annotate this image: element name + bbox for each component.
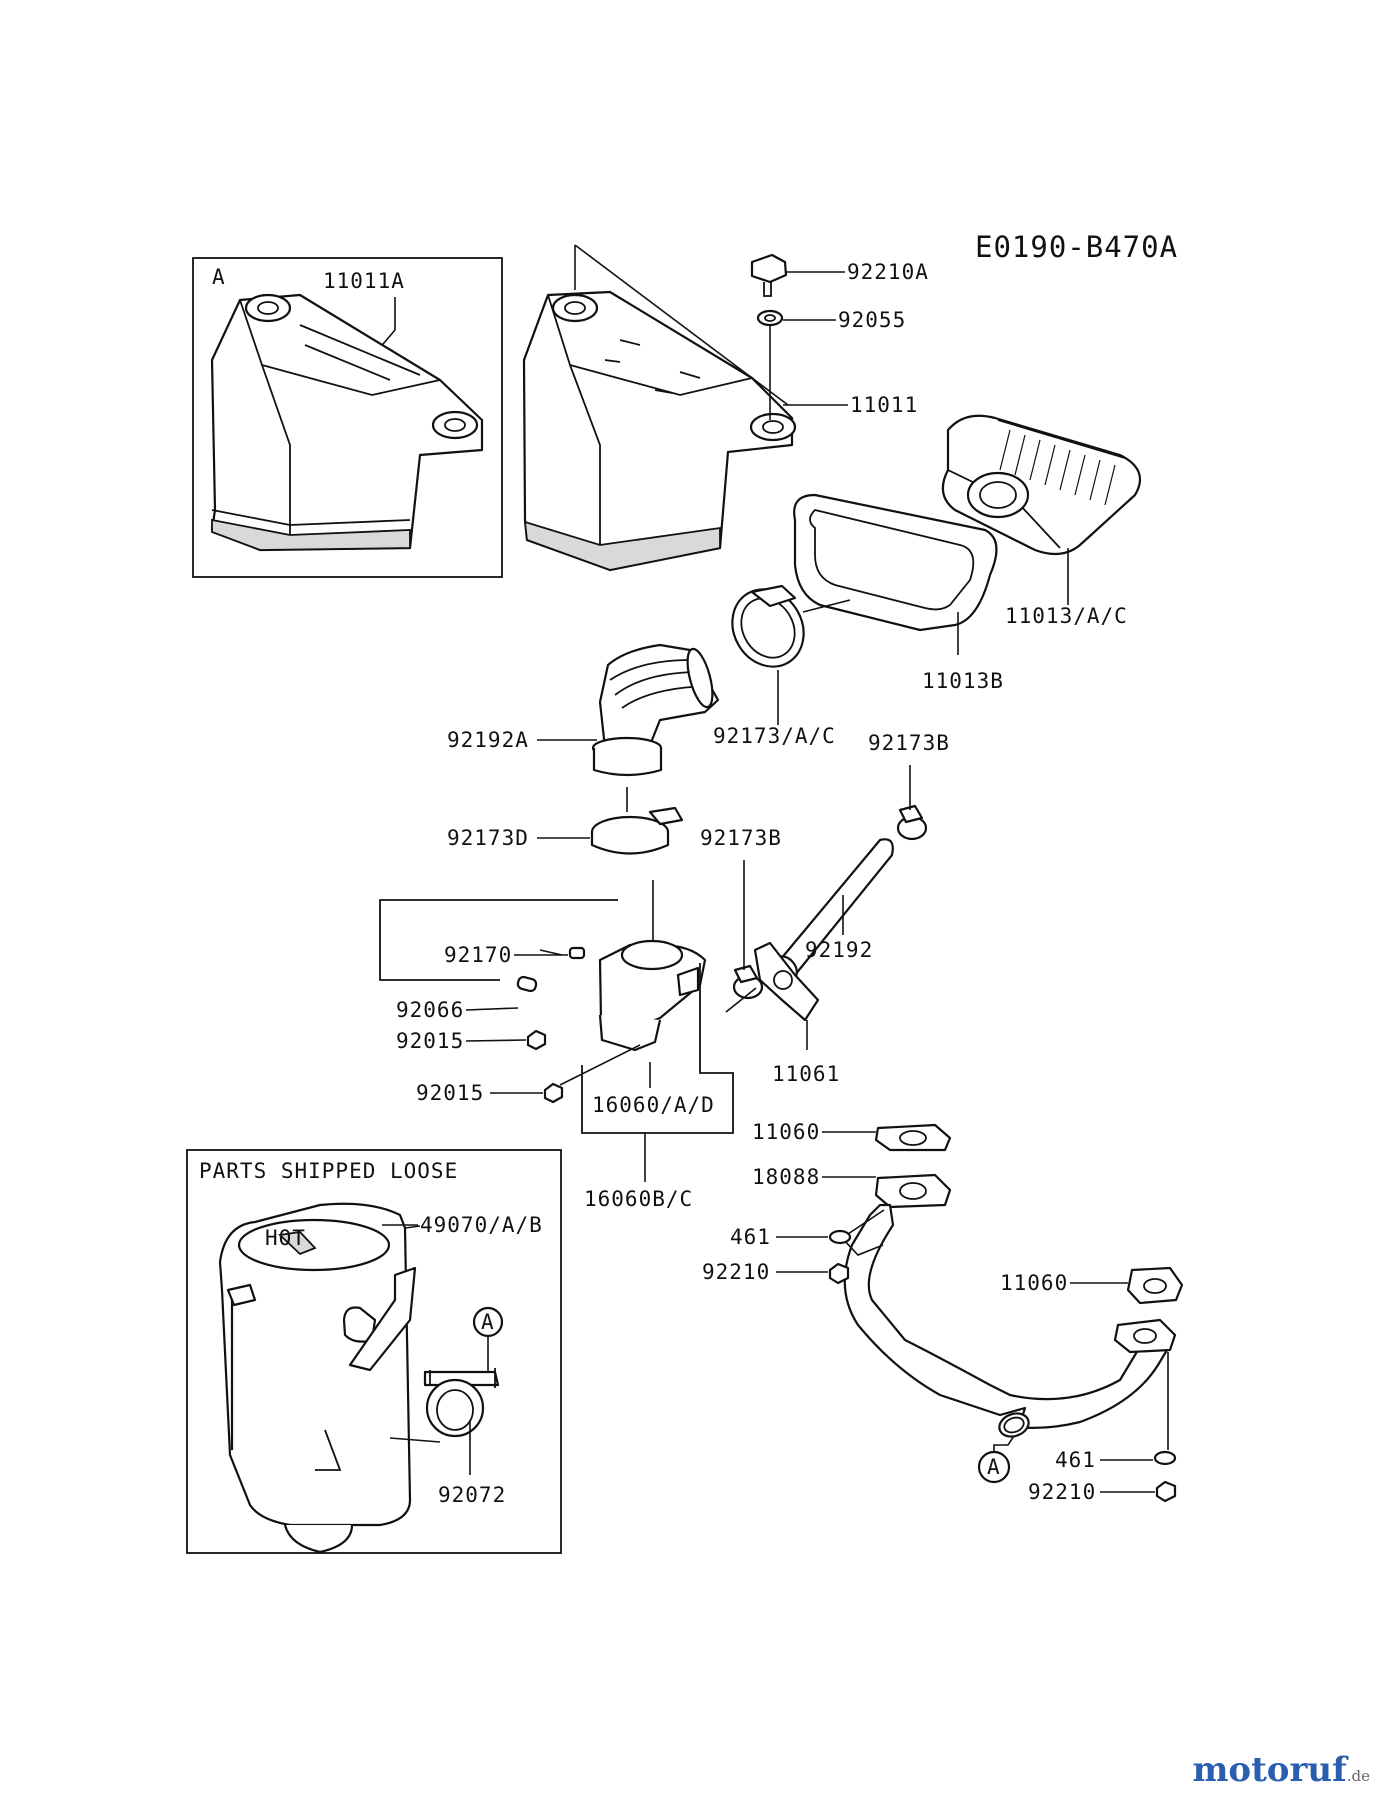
watermark-tld: .de — [1346, 1767, 1370, 1785]
air-cleaner-cover — [522, 290, 797, 572]
callout-11011A[interactable]: 11011A — [323, 269, 405, 293]
air-filter-element — [941, 414, 1142, 556]
callout-92210A[interactable]: 92210A — [847, 260, 929, 284]
washer-461-a — [828, 1229, 852, 1245]
callout-92015-a[interactable]: 92015 — [396, 1029, 464, 1053]
callout-11013AC[interactable]: 11013/A/C — [1005, 604, 1128, 628]
pre-cleaner — [793, 493, 998, 632]
callout-92192A[interactable]: 92192A — [447, 728, 529, 752]
callout-92170[interactable]: 92170 — [444, 943, 512, 967]
gasket-11060-b — [1126, 1266, 1184, 1305]
leader-gasket-pipe — [725, 987, 757, 1013]
callout-11061[interactable]: 11061 — [772, 1062, 840, 1086]
wing-knob — [750, 253, 788, 297]
group-bracket-upper — [379, 899, 618, 981]
small-clip — [568, 946, 586, 960]
nut-92210-a — [828, 1262, 850, 1285]
callout-11013B[interactable]: 11013B — [922, 669, 1004, 693]
hose-clamp-d — [590, 806, 684, 855]
ref-a-pipe[interactable]: A — [987, 1455, 1001, 1479]
callout-16060BC[interactable]: 16060B/C — [584, 1187, 693, 1211]
leader-nut-to-pipe — [559, 1044, 641, 1086]
nut-92210-b — [1155, 1480, 1177, 1503]
callout-92210-a[interactable]: 92210 — [702, 1260, 770, 1284]
leader-clamp-muffler — [389, 1437, 441, 1443]
exhaust-pipe — [843, 1173, 1177, 1438]
elbow-hose — [591, 643, 720, 777]
leader-inlet-fit — [539, 949, 563, 956]
parts-shipped-loose-title: PARTS SHIPPED LOOSE — [199, 1159, 458, 1183]
callout-11060-b[interactable]: 11060 — [1000, 1271, 1068, 1295]
callout-92173B-mid[interactable]: 92173B — [700, 826, 782, 850]
group-bracket-lower — [581, 963, 734, 1134]
small-clamp-top — [896, 804, 928, 841]
ref-a-clamp-circle — [472, 1306, 504, 1338]
watermark-brand: motoruf — [1192, 1750, 1347, 1790]
callout-92192[interactable]: 92192 — [805, 938, 873, 962]
nut-92015-a — [526, 1029, 547, 1051]
callout-92173B-top[interactable]: 92173B — [868, 731, 950, 755]
hot-label: HOT — [265, 1226, 306, 1250]
ref-a-pipe-circle — [977, 1450, 1011, 1484]
callout-11011[interactable]: 11011 — [850, 393, 918, 417]
callout-461-a[interactable]: 461 — [730, 1225, 771, 1249]
ref-a-clamp[interactable]: A — [481, 1310, 495, 1334]
nut-92015-b — [543, 1082, 564, 1104]
callout-18088[interactable]: 18088 — [752, 1165, 820, 1189]
callout-49070AB[interactable]: 49070/A/B — [420, 1213, 543, 1237]
callout-92173D[interactable]: 92173D — [447, 826, 529, 850]
breather-hose — [773, 838, 894, 981]
callout-92072[interactable]: 92072 — [438, 1483, 506, 1507]
leader-clamp-to-cleaner — [802, 599, 851, 613]
parts-shipped-loose-box — [186, 1149, 562, 1554]
callout-92210-b[interactable]: 92210 — [1028, 1480, 1096, 1504]
callout-461-b[interactable]: 461 — [1055, 1448, 1096, 1472]
inset-a-label: A — [212, 265, 226, 289]
leader-stud-pipe — [840, 1209, 885, 1256]
gasket-11060-a — [874, 1123, 952, 1152]
watermark-logo: motoruf.de — [1192, 1750, 1370, 1790]
washer — [756, 309, 784, 327]
leader-ref-a-pipe — [993, 1435, 1015, 1452]
leader-muffler-a — [404, 1225, 421, 1229]
inset-a-box — [192, 257, 503, 578]
callout-92066[interactable]: 92066 — [396, 998, 464, 1022]
gasket-11061 — [753, 941, 820, 1022]
washer-461-b — [1153, 1450, 1177, 1466]
hose-clamp-upper — [731, 584, 805, 668]
diagram-code: E0190-B470A — [975, 230, 1178, 264]
small-fitting — [516, 975, 538, 993]
callout-92173AC[interactable]: 92173/A/C — [713, 724, 836, 748]
muffler: HOT — [218, 1202, 417, 1554]
muffler-clamp — [423, 1368, 500, 1438]
callout-11060-a[interactable]: 11060 — [752, 1120, 820, 1144]
callout-92055[interactable]: 92055 — [838, 308, 906, 332]
small-clamp-mid — [732, 964, 764, 1000]
callout-16060AD[interactable]: 16060/A/D — [592, 1093, 715, 1117]
leader-92015-a — [465, 1039, 527, 1042]
inlet-pipe — [598, 939, 707, 1052]
air-cleaner-cover-a — [210, 293, 484, 552]
callout-92015-b[interactable]: 92015 — [416, 1081, 484, 1105]
leader-92066 — [465, 1007, 519, 1011]
